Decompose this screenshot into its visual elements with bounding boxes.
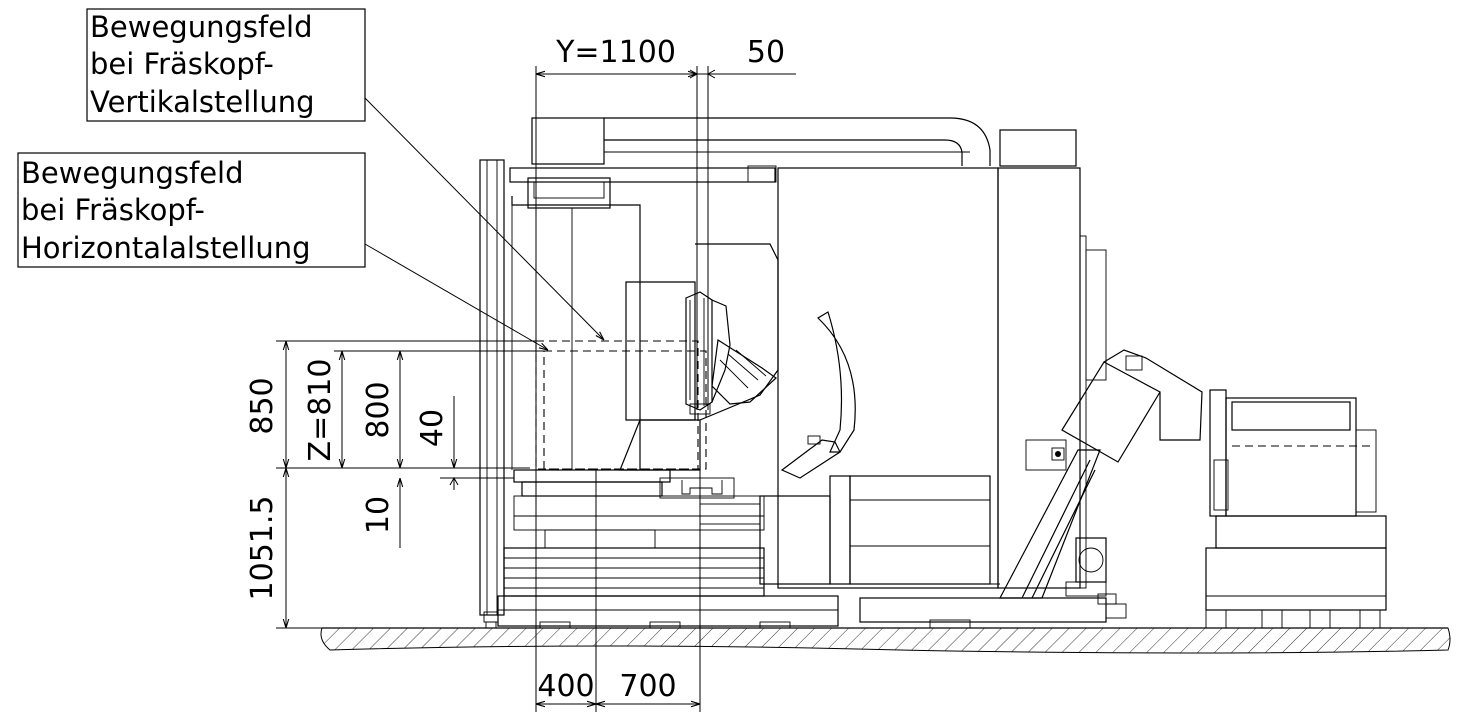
dim-40: 40	[415, 409, 450, 447]
dim-700: 700	[619, 669, 676, 704]
callout-horizontal-line-3: Horizontalalstellung	[21, 231, 311, 265]
dim-1051: 1051.5	[245, 496, 280, 601]
dim-50: 50	[747, 35, 785, 70]
chip-conveyor	[999, 349, 1203, 599]
callout-vertical-line-1: Bewegungsfeld	[90, 10, 313, 44]
motion-field-envelopes	[535, 340, 707, 470]
dim-z810: Z=810	[303, 359, 338, 462]
callout-horizontal-line-2: bei Fräskopf-	[21, 193, 205, 227]
dim-y1100: Y=1100	[555, 35, 676, 70]
dim-850: 850	[245, 377, 280, 434]
dim-400: 400	[537, 669, 594, 704]
dim-10: 10	[361, 496, 396, 534]
callout-vertical-line-3: Vertikalstellung	[90, 85, 315, 119]
machine-body	[479, 117, 1127, 629]
floor	[320, 627, 1451, 654]
callout-horizontal-line-1: Bewegungsfeld	[21, 156, 244, 190]
callout-vertical: Bewegungsfeld bei Fräskopf- Vertikalstel…	[86, 8, 604, 340]
callout-horizontal: Bewegungsfeld bei Fräskopf- Horizontalal…	[17, 152, 548, 350]
callout-vertical-line-2: bei Fräskopf-	[90, 47, 274, 81]
dim-800: 800	[361, 381, 396, 438]
dimension-texts: Y=1100 50 850 Z=810 800 40 10 1051.5 400…	[245, 35, 785, 704]
dimension-lines	[276, 66, 796, 712]
cooling-unit	[1205, 389, 1387, 629]
